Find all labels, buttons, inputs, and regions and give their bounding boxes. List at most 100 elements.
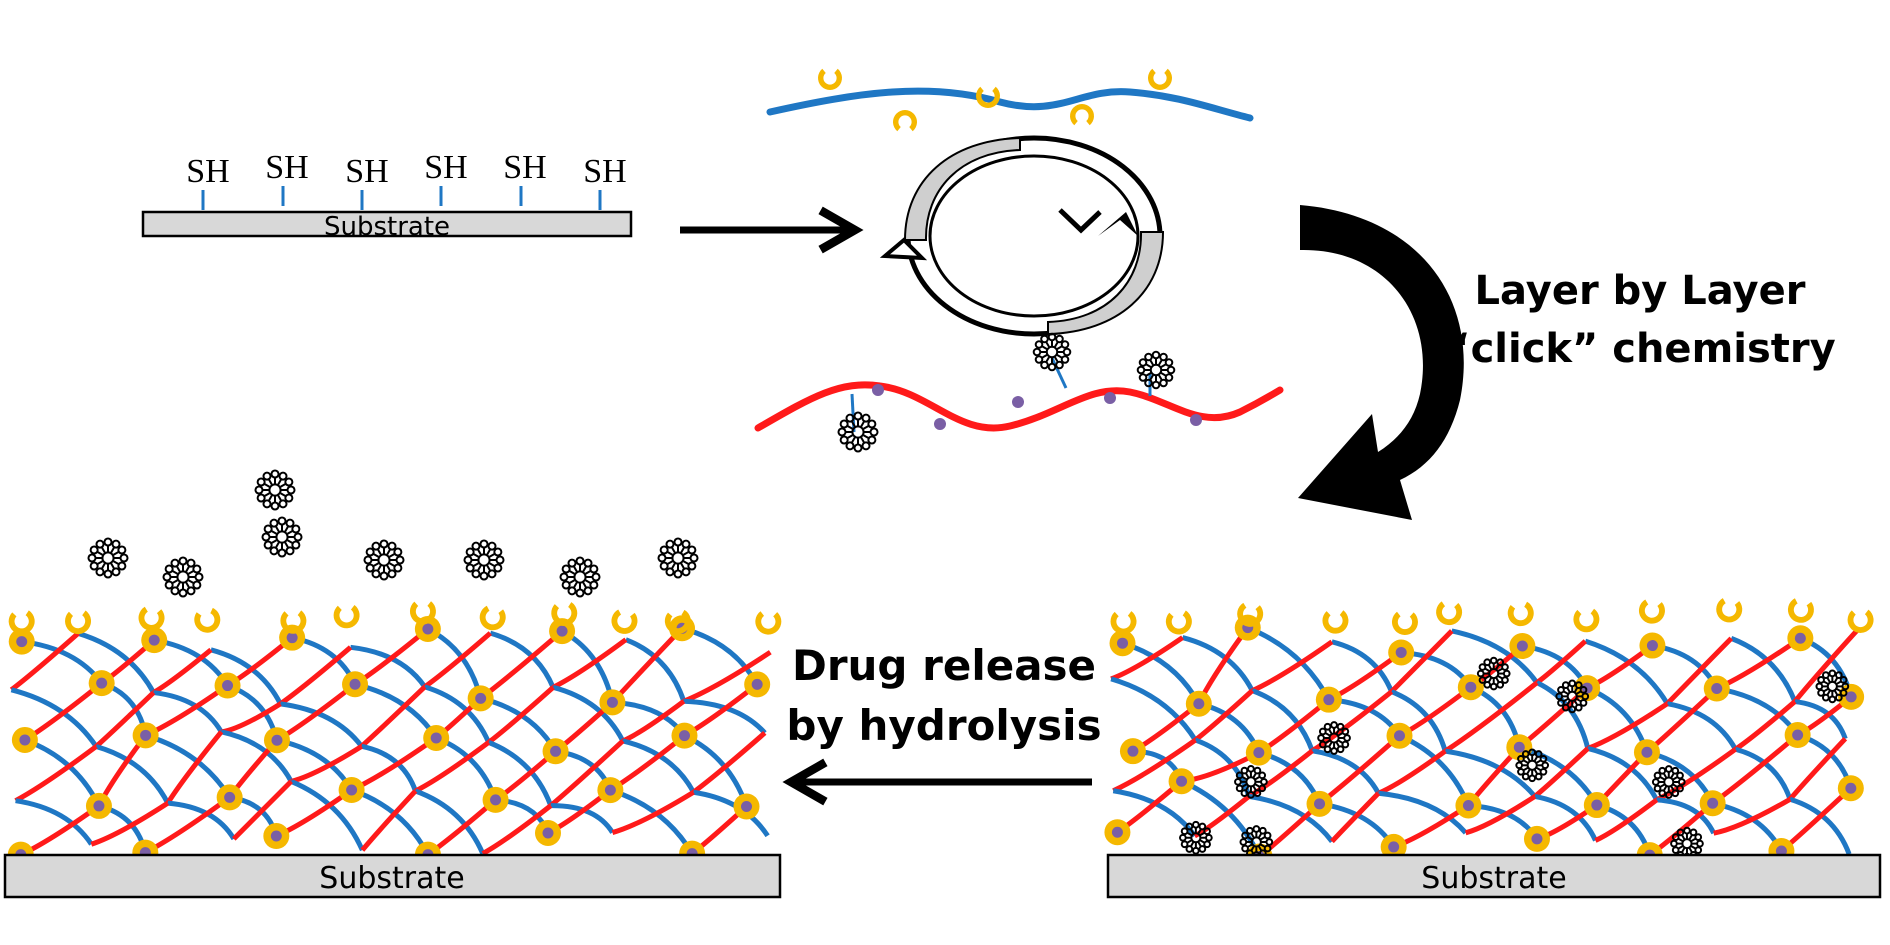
crosslink-node (1245, 739, 1272, 766)
crosslink-dot (872, 384, 884, 396)
cyclodextrin-icon (551, 602, 578, 626)
red-chain (552, 637, 628, 690)
crosslink-node (1574, 675, 1601, 702)
red-chain (1464, 794, 1537, 836)
blue-chain (1248, 793, 1334, 843)
released-drugs (87, 469, 699, 598)
red-chain (1443, 680, 1539, 754)
cyclodextrin-icon (976, 86, 1000, 108)
crosslink-node (1509, 633, 1536, 660)
blue-chain (414, 788, 486, 855)
red-chain (1594, 797, 1659, 843)
red-chain (1533, 746, 1590, 799)
red-chain (1251, 639, 1334, 693)
crosslink-node (214, 672, 241, 699)
drug-molecule-icon (1651, 765, 1686, 799)
crosslink-node (733, 793, 760, 820)
drug-molecule-icon (1136, 350, 1176, 390)
blue-chain (424, 684, 491, 744)
red-chain (549, 739, 625, 808)
release-step-line2: by hydrolysis (786, 701, 1101, 750)
crosslink-node (597, 777, 624, 804)
substrate-bottom-right (1106, 853, 1882, 899)
blue-chain (1534, 793, 1598, 842)
drug-molecules-strand (837, 332, 1176, 453)
crosslink-node (1583, 792, 1610, 819)
red-chain (90, 801, 170, 847)
red-chain (1711, 733, 1800, 806)
crosslink-node (338, 777, 365, 804)
cyclodextrin-icon (664, 609, 691, 635)
drug-molecule-icon (1555, 679, 1590, 714)
crosslink-node (1306, 790, 1333, 817)
crosslink-node (85, 792, 112, 819)
crosslink-dot (1012, 396, 1024, 408)
lbl-step-line1: Layer by Layer (1475, 268, 1806, 314)
blue-chain (1331, 639, 1394, 693)
crosslink-node (1380, 833, 1407, 860)
red-chain (165, 730, 224, 805)
blue-chain (15, 798, 94, 846)
crosslink-node (8, 628, 35, 655)
crosslink-node (1787, 625, 1814, 652)
red-chain (1389, 629, 1454, 694)
red-chain (359, 685, 427, 749)
cyclodextrin-icon (65, 610, 92, 635)
drug-molecule-icon (463, 539, 505, 581)
blue-chain (1656, 797, 1716, 835)
crosslink-node (744, 671, 771, 698)
cyclodextrin-icon (479, 605, 506, 631)
cyclodextrin-rings-top (818, 68, 1172, 132)
crosslink-node (1639, 632, 1666, 659)
blue-chain (683, 698, 767, 735)
substrate-bottom-left-label: Substrate (319, 861, 464, 896)
red-chain (1377, 749, 1447, 796)
cyclodextrin-icon (1148, 68, 1172, 90)
cyclodextrin-icon (1573, 608, 1600, 633)
blue-chain (1451, 628, 1539, 685)
blue-chain (1378, 790, 1468, 835)
cyclodextrin-icon (1165, 610, 1192, 635)
substrate-bottom-right-label: Substrate (1421, 861, 1566, 896)
thiol-label: SH (345, 153, 388, 190)
network-film-right (1104, 598, 1874, 870)
drug-linker (1050, 357, 1068, 389)
thiol-label: SH (503, 149, 546, 186)
loaded-drugs (1179, 656, 1850, 861)
crosslink-node (1633, 739, 1660, 766)
red-polymer-line (754, 381, 1284, 432)
drug-molecule-icon (1239, 825, 1274, 859)
red-chain (426, 798, 498, 857)
blue-chain (1666, 701, 1738, 751)
red-polymer-strand (754, 332, 1284, 453)
blue-chain (1251, 688, 1315, 752)
network-film-left (7, 601, 782, 868)
drug-molecule-icon (1815, 669, 1850, 704)
blue-polymer-line (766, 87, 1254, 122)
cyclodextrin-icon (8, 610, 35, 635)
cyclodextrin-icon (1716, 598, 1743, 623)
curved-arrow-icon (1298, 205, 1464, 520)
blue-chain (1789, 796, 1852, 855)
blue-chain (489, 630, 556, 689)
red-chain (691, 731, 767, 795)
red-chain (9, 631, 80, 692)
red-chain (621, 699, 686, 744)
red-chain (1665, 636, 1734, 706)
crosslink-node (1388, 639, 1415, 666)
blue-chain (1584, 638, 1670, 706)
drug-molecule-icon (1234, 764, 1268, 799)
red-chain (232, 779, 293, 841)
blue-chain (552, 684, 626, 743)
blue-chain (487, 740, 554, 807)
crosslink-node (467, 685, 494, 712)
crosslink-node (1119, 738, 1146, 765)
drug-molecule-icon (1515, 748, 1550, 783)
cyclodextrin-icon (1507, 601, 1534, 627)
red-chain (152, 647, 213, 695)
cyclodextrin-icon (280, 610, 307, 634)
cyclodextrin-icon (138, 606, 165, 631)
crosslink-node (1506, 734, 1533, 761)
blue-polymer-strand (766, 68, 1254, 132)
